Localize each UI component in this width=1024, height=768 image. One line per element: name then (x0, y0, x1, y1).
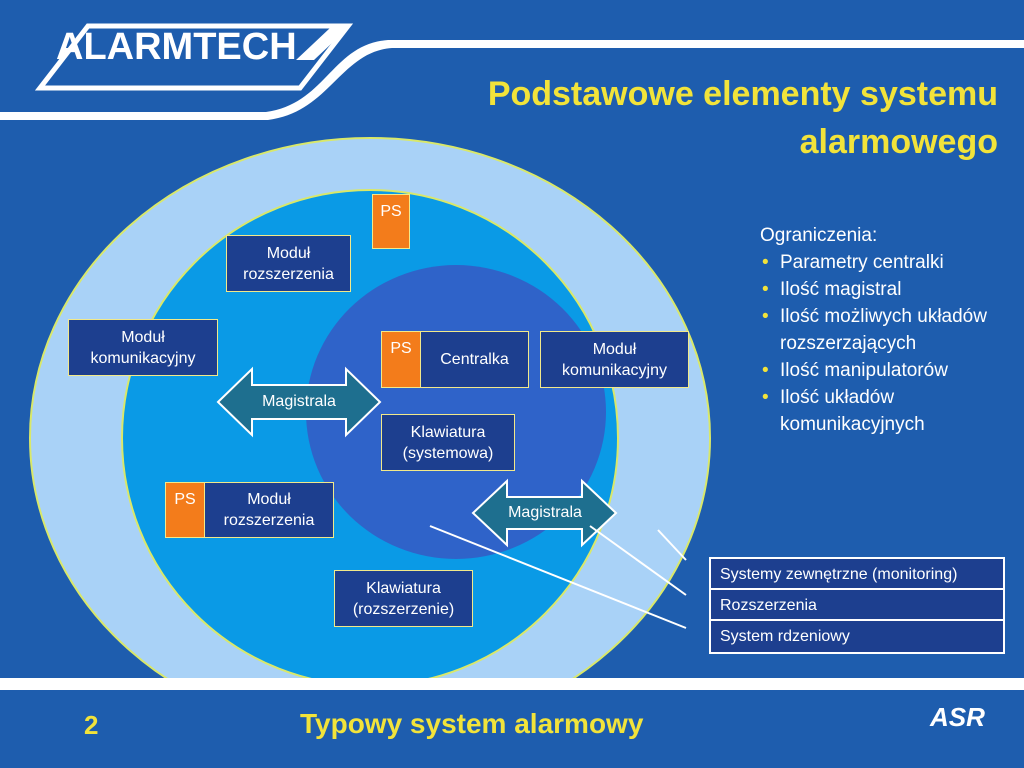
legend: Systemy zewnętrzne (monitoring) Rozszerz… (709, 557, 1005, 654)
footer-title: Typowy system alarmowy (300, 708, 644, 739)
title-line-2: alarmowego (799, 123, 998, 161)
leader-line-1 (657, 529, 687, 561)
footer-white-band (0, 678, 1024, 690)
list-item: Parametry centralki (760, 249, 1022, 276)
ps-box-top: PS (372, 194, 410, 249)
page-title: Podstawowe elementy systemu alarmowego (358, 70, 998, 166)
leader-line-3 (429, 525, 687, 629)
page-number: 2 (84, 710, 99, 740)
limitations-heading: Ograniczenia: (760, 225, 878, 246)
central-unit: Centralka (420, 331, 529, 388)
logo: ALARMTECH (56, 26, 297, 68)
limitations-panel: Ograniczenia: Parametry centralki Ilość … (760, 222, 1022, 438)
expansion-module-bottom: Moduł rozszerzenia (204, 482, 334, 538)
list-item: Ilość magistral (760, 276, 1022, 303)
bus-arrow-right (471, 478, 618, 548)
bus-arrow-left (216, 366, 382, 438)
list-item: Ilość układów komunikacyjnych (760, 384, 1022, 438)
list-item: Ilość manipulatorów (760, 357, 1022, 384)
legend-item-extensions: Rozszerzenia (711, 590, 1003, 621)
logo-slash-fill (296, 28, 348, 60)
footer-band (0, 690, 1024, 768)
ps-box-central: PS (381, 331, 421, 388)
expansion-keypad: Klawiatura (rozszerzenie) (334, 570, 473, 627)
limitations-list: Parametry centralki Ilość magistral Iloś… (760, 249, 1022, 438)
ps-box-bottom: PS (165, 482, 205, 538)
title-line-1: Podstawowe elementy systemu (487, 75, 998, 113)
communication-module-right: Moduł komunikacyjny (540, 331, 689, 388)
header-swoosh (0, 40, 1024, 120)
brand-label: ASR (930, 702, 985, 732)
system-keypad: Klawiatura (systemowa) (381, 414, 515, 471)
expansion-module-top: Moduł rozszerzenia (226, 235, 351, 292)
communication-module-left: Moduł komunikacyjny (68, 319, 218, 376)
list-item: Ilość możliwych układów rozszerzających (760, 303, 1022, 357)
leader-line-2 (589, 525, 687, 596)
bus-label-left: Magistrala (262, 393, 336, 410)
bus-label-right: Magistrala (508, 504, 582, 521)
legend-item-core: System rdzeniowy (711, 621, 1003, 652)
legend-item-external: Systemy zewnętrzne (monitoring) (711, 559, 1003, 590)
logo-slash-shape (34, 23, 354, 91)
